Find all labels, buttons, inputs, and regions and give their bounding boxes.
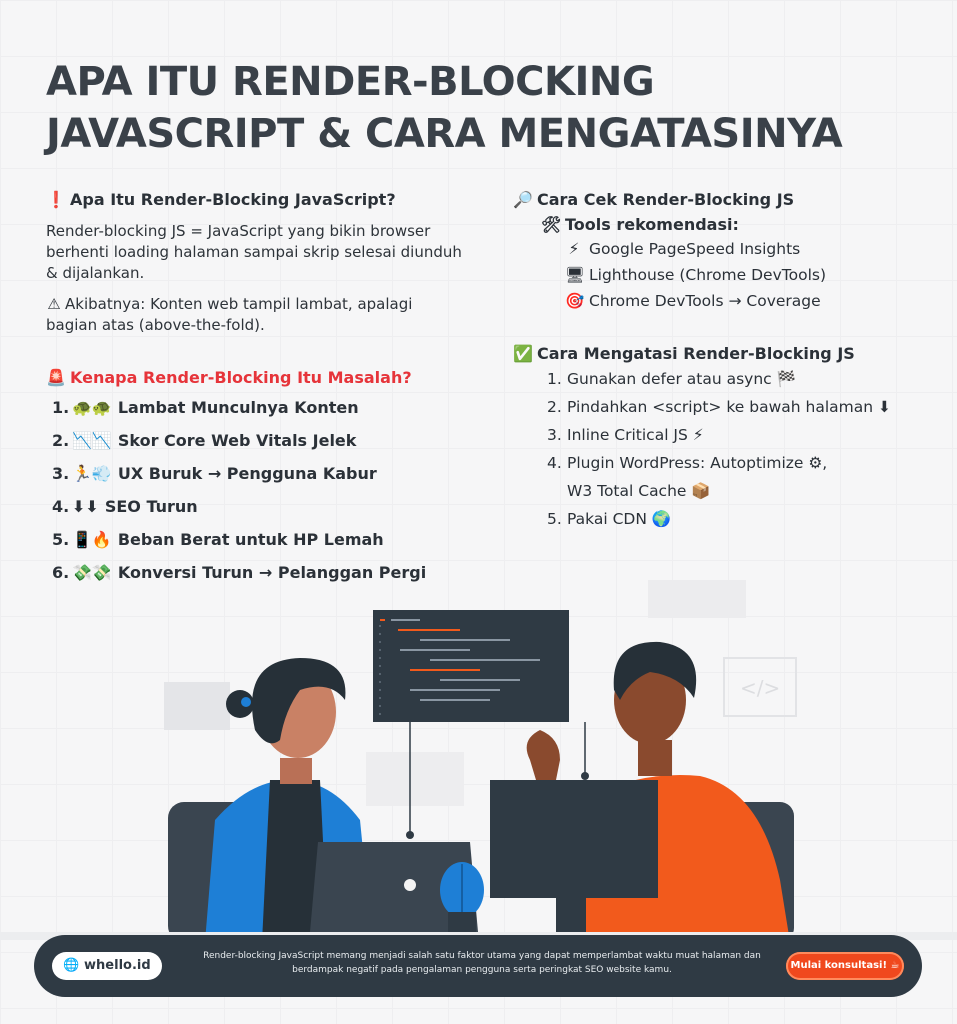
tools-heading-row: 🛠Tools rekomendasi:	[541, 215, 933, 234]
tools-icon: 🛠	[541, 215, 562, 234]
illustration-two-developers: </>	[0, 580, 957, 940]
bg-code-glyph: </>	[740, 676, 780, 700]
what-section: ❗Apa Itu Render-Blocking JavaScript? Ren…	[46, 190, 466, 336]
brand-name: whello.id	[84, 958, 151, 973]
footer-bar: 🌐 whello.id Render-blocking JavaScript m…	[34, 935, 922, 997]
problem-item: 4.⬇⬇ SEO Turun	[52, 490, 476, 523]
tools-list: ⚡Google PageSpeed Insights🖥Lighthouse (C…	[565, 236, 933, 314]
problem-item-emoji: 🏃💨	[72, 464, 112, 483]
problem-item-emoji: 📱🔥	[72, 530, 112, 549]
tools-heading: Tools rekomendasi:	[565, 215, 739, 234]
fix-item-text: Pindahkan <script> ke bawah halaman ⬇	[567, 398, 891, 416]
problem-item: 2.📉📉 Skor Core Web Vitals Jelek	[52, 424, 476, 457]
fix-item: 4. Plugin WordPress: Autoptimize ⚙,	[547, 449, 943, 477]
fix-item-text: W3 Total Cache 📦	[567, 482, 711, 500]
tool-item: ⚡ Google PageSpeed Insights	[565, 236, 933, 262]
what-heading-row: ❗Apa Itu Render-Blocking JavaScript?	[46, 190, 466, 209]
fix-item-number: 1.	[547, 370, 562, 388]
problem-item-emoji: 💸💸	[72, 563, 112, 582]
fix-item: 1. Gunakan defer atau async 🏁	[547, 365, 943, 393]
problem-item-text: UX Buruk → Pengguna Kabur	[117, 464, 377, 483]
tool-item-text: Lighthouse (Chrome DevTools)	[589, 266, 826, 284]
title-line-1: APA ITU RENDER-BLOCKING	[46, 59, 655, 105]
what-warning: ⚠Akibatnya: Konten web tampil lambat, ap…	[46, 294, 466, 336]
page-title: APA ITU RENDER-BLOCKING JAVASCRIPT & CAR…	[46, 56, 926, 160]
problem-item-number: 2.	[52, 431, 70, 450]
check-heading: Cara Cek Render-Blocking JS	[537, 190, 795, 209]
bg-code-window	[723, 657, 797, 717]
fix-section: ✅Cara Mengatasi Render-Blocking JS 1. Gun…	[513, 344, 943, 533]
problem-item: 1.🐢🐢 Lambat Munculnya Konten	[52, 391, 476, 424]
fix-item: W3 Total Cache 📦	[547, 477, 943, 505]
fix-list: 1. Gunakan defer atau async 🏁 2. Pindahkan …	[547, 365, 943, 533]
problem-item: 6.💸💸 Konversi Turun → Pelanggan Pergi	[52, 556, 476, 589]
fix-item-number: 5.	[547, 510, 562, 528]
magnifier-icon: 🔎	[513, 190, 533, 209]
what-heading: Apa Itu Render-Blocking JavaScript?	[70, 190, 396, 209]
lightning-icon: ⚡	[568, 240, 580, 258]
cactus-plant	[440, 862, 484, 940]
code-monitor	[373, 610, 569, 722]
problem-item-emoji: 📉📉	[72, 431, 112, 450]
tool-item: 🖥Lighthouse (Chrome DevTools)	[565, 262, 933, 288]
problem-item: 3.🏃💨 UX Buruk → Pengguna Kabur	[52, 457, 476, 490]
problem-item-number: 5.	[52, 530, 70, 549]
problem-item-emoji: ⬇⬇	[72, 497, 99, 516]
globe-icon: 🌐	[63, 958, 80, 973]
monitor-icon: 🖥	[565, 266, 585, 284]
problem-item-text: Konversi Turun → Pelanggan Pergi	[117, 563, 427, 582]
fix-item-text: Gunakan defer atau async 🏁	[567, 370, 796, 388]
siren-icon: 🚨	[46, 368, 66, 387]
problem-item-text: SEO Turun	[104, 497, 198, 516]
check-icon: ✅	[513, 344, 533, 363]
target-icon: 🎯	[565, 292, 585, 310]
what-body: Render-blocking JS = JavaScript yang bik…	[46, 222, 462, 282]
fix-heading: Cara Mengatasi Render-Blocking JS	[537, 344, 855, 363]
problem-item-text: Skor Core Web Vitals Jelek	[117, 431, 357, 450]
fix-item-number: 4.	[547, 454, 562, 472]
tool-item-text: Google PageSpeed Insights	[589, 240, 801, 258]
problem-item-number: 1.	[52, 398, 70, 417]
problem-section: 🚨Kenapa Render-Blocking Itu Masalah? 1.🐢…	[46, 368, 476, 589]
check-section: 🔎Cara Cek Render-Blocking JS 🛠Tools reko…	[513, 190, 933, 314]
title-line-2: JAVASCRIPT & CARA MENGATASINYA	[46, 111, 843, 157]
fix-heading-row: ✅Cara Mengatasi Render-Blocking JS	[513, 344, 943, 363]
bg-window-2	[164, 682, 230, 730]
check-heading-row: 🔎Cara Cek Render-Blocking JS	[513, 190, 933, 209]
code-lines	[379, 619, 540, 715]
problem-item-text: Lambat Munculnya Konten	[117, 398, 359, 417]
problem-item-text: Beban Berat untuk HP Lemah	[117, 530, 384, 549]
problem-item-emoji: 🐢🐢	[72, 398, 112, 417]
fix-item-text: Pakai CDN 🌍	[567, 510, 672, 528]
bg-window-3	[366, 752, 464, 806]
fix-item-text: Inline Critical JS ⚡	[567, 426, 704, 444]
fix-item-number: 2.	[547, 398, 562, 416]
problem-heading: Kenapa Render-Blocking Itu Masalah?	[70, 368, 412, 387]
tool-item-text: Chrome DevTools → Coverage	[589, 292, 821, 310]
problem-item-number: 6.	[52, 563, 70, 582]
problem-list: 1.🐢🐢 Lambat Munculnya Konten 2.📉📉 Skor Core…	[52, 391, 476, 589]
laptop	[310, 842, 478, 932]
problem-heading-row: 🚨Kenapa Render-Blocking Itu Masalah?	[46, 368, 476, 387]
fix-item: 3. Inline Critical JS ⚡	[547, 421, 943, 449]
fix-item: 2. Pindahkan <script> ke bawah halaman ⬇	[547, 393, 943, 421]
desktop-monitor	[490, 780, 658, 898]
exclamation-icon: ❗	[46, 190, 66, 209]
fix-item-text: Plugin WordPress: Autoptimize ⚙,	[567, 454, 828, 472]
bg-window-1	[648, 580, 746, 618]
consult-button[interactable]: Mulai konsultasi! ☕	[786, 952, 904, 980]
brand-pill[interactable]: 🌐 whello.id	[52, 952, 162, 980]
fix-item-number: 3.	[547, 426, 562, 444]
problem-item-number: 4.	[52, 497, 70, 516]
warning-icon: ⚠	[47, 295, 61, 313]
footer-text: Render-blocking JavaScript memang menjad…	[203, 951, 761, 975]
tool-item: 🎯Chrome DevTools → Coverage	[565, 288, 933, 314]
problem-item: 5.📱🔥 Beban Berat untuk HP Lemah	[52, 523, 476, 556]
fix-item: 5. Pakai CDN 🌍	[547, 505, 943, 533]
problem-item-number: 3.	[52, 464, 70, 483]
what-warning-text: Akibatnya: Konten web tampil lambat, apa…	[46, 295, 413, 334]
